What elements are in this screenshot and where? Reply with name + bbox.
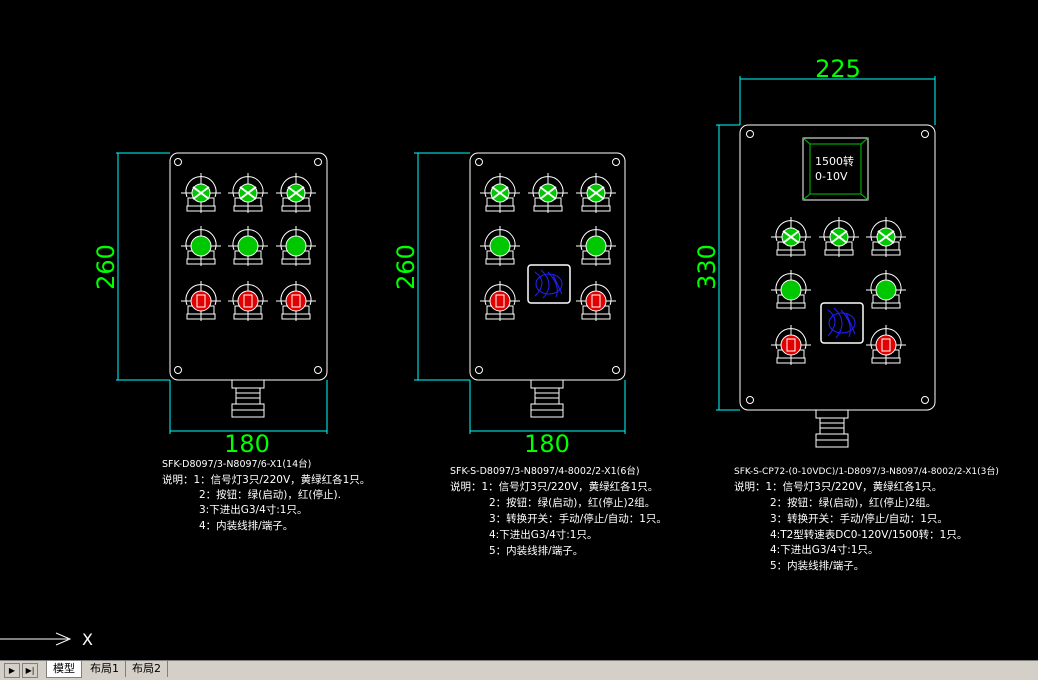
stop-button-unit — [276, 281, 316, 321]
cable-gland — [815, 409, 849, 448]
notes-panel-2: SFK-S-D8097/3-N8097/4-8002/2-X1(6台) 说明：1… — [450, 465, 667, 557]
dim-side-p1: 260 — [92, 244, 120, 290]
selector-switch — [820, 302, 864, 344]
model-code: SFK-S-D8097/3-N8097/4-8002/2-X1(6台) — [450, 465, 640, 477]
tab-model[interactable]: 模型 — [46, 661, 82, 678]
dim-top-p3: 225 — [815, 55, 861, 83]
meter-label-line1: 1500转 — [815, 154, 854, 168]
dim-side-p2: 260 — [392, 244, 420, 290]
model-code: SFK-D8097/3-N8097/6-X1(14台) — [162, 458, 311, 470]
note-line: 2：按钮：绿(启动)，红(停止). — [199, 488, 341, 501]
signal-lamp-unit — [866, 217, 906, 257]
note-line: 说明：1：信号灯3只/220V，黄绿红各1只。 — [162, 473, 370, 486]
signal-lamp-unit — [771, 217, 811, 257]
start-button-unit — [480, 226, 520, 266]
ucs-x-label: X — [82, 630, 93, 649]
selector-switch — [527, 264, 571, 304]
signal-lamp-unit — [819, 217, 859, 257]
panel-1 — [116, 152, 328, 434]
meter-label-line2: 0-10V — [815, 170, 848, 183]
dim-side-p3: 330 — [693, 244, 721, 290]
note-line: 说明：1：信号灯3只/220V，黄绿红各1只。 — [450, 480, 658, 493]
note-line: 2：按钮：绿(启动)，红(停止)2组。 — [489, 496, 655, 509]
notes-panel-3: SFK-S-CP72-(0-10VDC)/1-D8097/3-N8097/4-8… — [734, 465, 999, 572]
note-line: 4:下进出G3/4寸:1只。 — [489, 528, 597, 541]
stop-button-unit — [228, 281, 268, 321]
stop-button-unit — [576, 281, 616, 321]
cable-gland — [530, 379, 564, 418]
note-line: 5：内装线排/端子。 — [770, 559, 864, 572]
note-line: 4:T2型转速表DC0-120V/1500转：1只。 — [770, 528, 967, 541]
stop-button-unit — [866, 325, 906, 365]
note-line: 说明：1：信号灯3只/220V，黄绿红各1只。 — [734, 480, 942, 493]
notes-panel-1: SFK-D8097/3-N8097/6-X1(14台) 说明：1：信号灯3只/2… — [162, 458, 370, 532]
dim-bottom-p2: 180 — [524, 430, 570, 458]
stop-button-unit — [181, 281, 221, 321]
tab-layout2[interactable]: 布局2 — [126, 661, 168, 677]
ucs-icon: X — [0, 630, 93, 649]
note-line: 4：内装线排/端子。 — [199, 519, 293, 532]
tab-layout1[interactable]: 布局1 — [84, 661, 126, 677]
stop-button-unit — [480, 281, 520, 321]
start-button-unit — [866, 270, 906, 310]
stop-button-unit — [771, 325, 811, 365]
panel-3 — [716, 76, 936, 448]
tab-nav-prev-icon[interactable]: ▶ — [4, 663, 20, 678]
panel-2 — [414, 152, 626, 434]
note-line: 5：内装线排/端子。 — [489, 544, 583, 557]
note-line: 3：转换开关：手动/停止/自动：1只。 — [489, 512, 667, 525]
signal-lamp-unit — [181, 173, 221, 213]
model-code: SFK-S-CP72-(0-10VDC)/1-D8097/3-N8097/4-8… — [734, 465, 999, 477]
layout-tab-bar: ▶ ▶| 模型 布局1 布局2 — [0, 660, 1038, 680]
signal-lamp-unit — [276, 173, 316, 213]
tab-nav-last-icon[interactable]: ▶| — [22, 663, 38, 678]
note-line: 4:下进出G3/4寸:1只。 — [770, 543, 878, 556]
dim-bottom-p1: 180 — [224, 430, 270, 458]
start-button-unit — [276, 226, 316, 266]
start-button-unit — [181, 226, 221, 266]
note-line: 2：按钮：绿(启动)，红(停止)2组。 — [770, 496, 936, 509]
cad-drawing[interactable]: 260 180 260 180 225 330 1500转 0-10V SFK-… — [0, 0, 1038, 660]
note-line: 3:下进出G3/4寸:1只。 — [199, 503, 307, 516]
signal-lamp-unit — [480, 173, 520, 213]
start-button-unit — [228, 226, 268, 266]
signal-lamp-unit — [576, 173, 616, 213]
speed-meter — [802, 137, 869, 201]
signal-lamp-unit — [228, 173, 268, 213]
note-line: 3：转换开关：手动/停止/自动：1只。 — [770, 512, 948, 525]
signal-lamp-unit — [528, 173, 568, 213]
start-button-unit — [576, 226, 616, 266]
cable-gland — [231, 379, 265, 418]
start-button-unit — [771, 270, 811, 310]
drawing-canvas[interactable]: 260 180 260 180 225 330 1500转 0-10V SFK-… — [0, 0, 1038, 660]
